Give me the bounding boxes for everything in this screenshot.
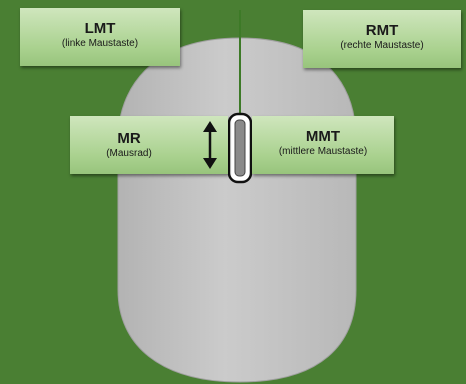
- right-button-subtitle: (rechte Maustaste): [340, 40, 424, 51]
- left-button-label-box: LMT (linke Maustaste): [20, 8, 180, 66]
- left-button-title: LMT: [84, 20, 116, 37]
- right-button-title: RMT: [365, 22, 399, 39]
- middle-button-title: MMT: [305, 128, 341, 145]
- mouse-body: [117, 37, 357, 383]
- middle-button-label-box: MMT (mittlere Maustaste): [252, 116, 394, 174]
- wheel-label-box: MR (Mausrad): [70, 116, 228, 174]
- left-button-subtitle: (linke Maustaste): [61, 38, 139, 49]
- scroll-wheel[interactable]: [234, 119, 246, 177]
- wheel-label-text: MR (Mausrad): [70, 130, 188, 160]
- right-button-label-box: RMT (rechte Maustaste): [303, 10, 461, 68]
- wheel-title: MR: [117, 130, 141, 147]
- double-headed-vertical-arrow-icon: [203, 121, 217, 169]
- wheel-subtitle: (Mausrad): [106, 148, 152, 159]
- middle-button-subtitle: (mittlere Maustaste): [278, 146, 368, 157]
